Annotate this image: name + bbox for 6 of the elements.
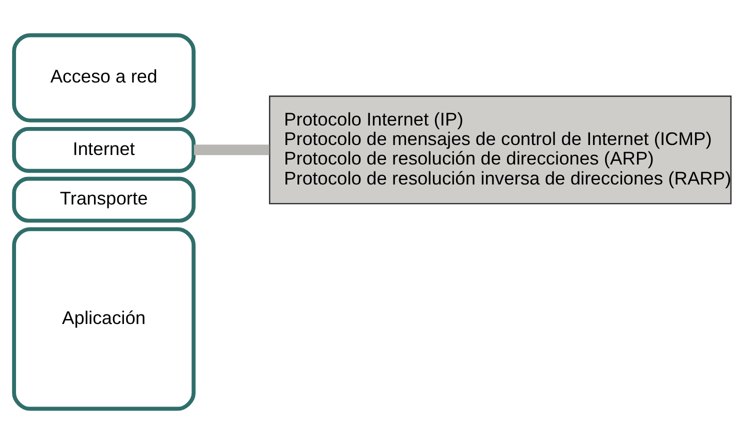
node-box: Aplicación xyxy=(12,226,196,410)
node-box: Transporte xyxy=(12,176,196,222)
node-box: Internet xyxy=(12,126,196,172)
connector xyxy=(194,144,270,155)
node-box: Protocolo Internet (IP) Protocolo de mensajes de control de Internet (ICMP) Protocolo de resolución de direcciones (ARP) Protocolo de resolución inversa de direcciones (RARP) xyxy=(268,95,732,204)
node-box: Acceso a red xyxy=(12,32,196,122)
